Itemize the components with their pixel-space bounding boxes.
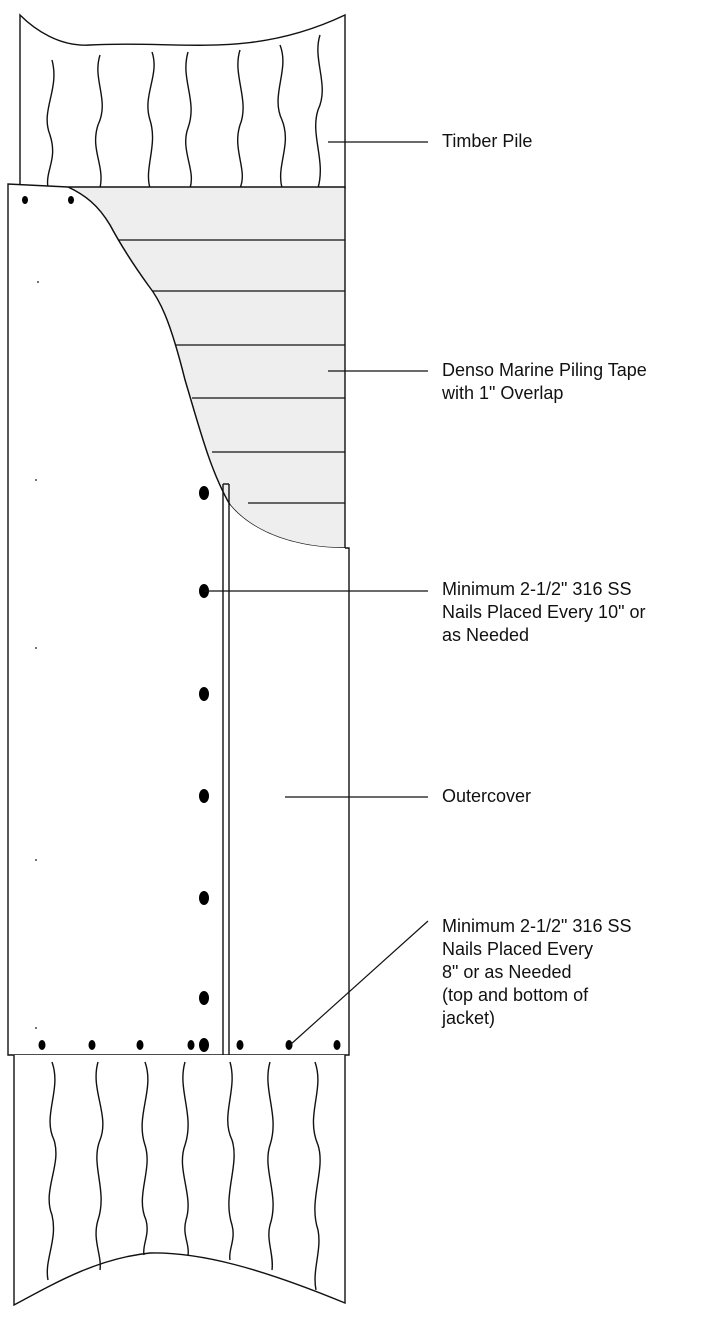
callout-line: Denso Marine Piling Tape: [442, 360, 647, 380]
nails-top: [22, 196, 74, 204]
nail-icon: [199, 789, 209, 803]
callout-line: (top and bottom of: [442, 985, 589, 1005]
wood-grain-line: [94, 54, 103, 189]
wood-grain-line: [185, 51, 192, 189]
nail-icon: [22, 196, 28, 204]
callout-line: Outercover: [442, 786, 532, 806]
wood-grain-line: [181, 1061, 190, 1256]
nail-icon: [199, 991, 209, 1005]
callout-line: Minimum 2-1/2" 316 SS: [442, 916, 632, 936]
nails-bottom: [38, 1040, 341, 1050]
callout-line: Timber Pile: [442, 131, 533, 151]
wood-grain-line: [147, 51, 155, 189]
nail-icon: [285, 1040, 293, 1050]
wood-grain-line: [267, 1061, 274, 1271]
wood-grain-line: [277, 44, 287, 189]
callout-outercover: Outercover: [442, 785, 531, 808]
callout-line: Minimum 2-1/2" 316 SS: [442, 579, 632, 599]
nail-icon: [199, 1038, 209, 1052]
callout-nails-10: Minimum 2-1/2" 316 SS Nails Placed Every…: [442, 578, 645, 647]
callout-nails-8: Minimum 2-1/2" 316 SS Nails Placed Every…: [442, 915, 631, 1030]
nail-icon: [136, 1040, 144, 1050]
wood-grain-line: [46, 59, 55, 189]
timber-pile-bottom: [13, 1055, 346, 1307]
callout-line: as Needed: [442, 625, 530, 645]
edge-marks: [35, 281, 39, 1029]
outercover-left-panel: [8, 184, 349, 1055]
nail-icon: [236, 1040, 244, 1050]
wood-grain-line: [314, 34, 323, 189]
leader-nails-8: [289, 920, 429, 1046]
wood-grain-line: [46, 1061, 57, 1281]
callout-line: Nails Placed Every: [442, 939, 594, 959]
timber-pile-top: [19, 13, 346, 189]
nail-icon: [187, 1040, 195, 1050]
wood-grain-line: [236, 49, 244, 189]
callout-line: with 1" Overlap: [442, 383, 564, 403]
wood-grain-line: [312, 1061, 321, 1291]
nail-icon: [199, 486, 209, 500]
wood-grain-line: [227, 1061, 235, 1261]
callout-timber-pile: Timber Pile: [442, 130, 532, 153]
nail-icon: [333, 1040, 341, 1050]
callout-line: jacket): [442, 1008, 496, 1028]
nail-icon: [199, 891, 209, 905]
nail-icon: [88, 1040, 96, 1050]
callout-line: 8" or as Needed: [442, 962, 572, 982]
nail-icon: [199, 687, 209, 701]
nail-icon: [68, 196, 74, 204]
callout-tape: Denso Marine Piling Tape with 1" Overlap: [442, 359, 647, 405]
wood-grain-line: [95, 1061, 104, 1271]
wood-grain-line: [141, 1061, 149, 1256]
callout-line: Nails Placed Every 10" or: [442, 602, 646, 622]
leader-lines: [204, 141, 429, 1046]
nail-icon: [38, 1040, 46, 1050]
